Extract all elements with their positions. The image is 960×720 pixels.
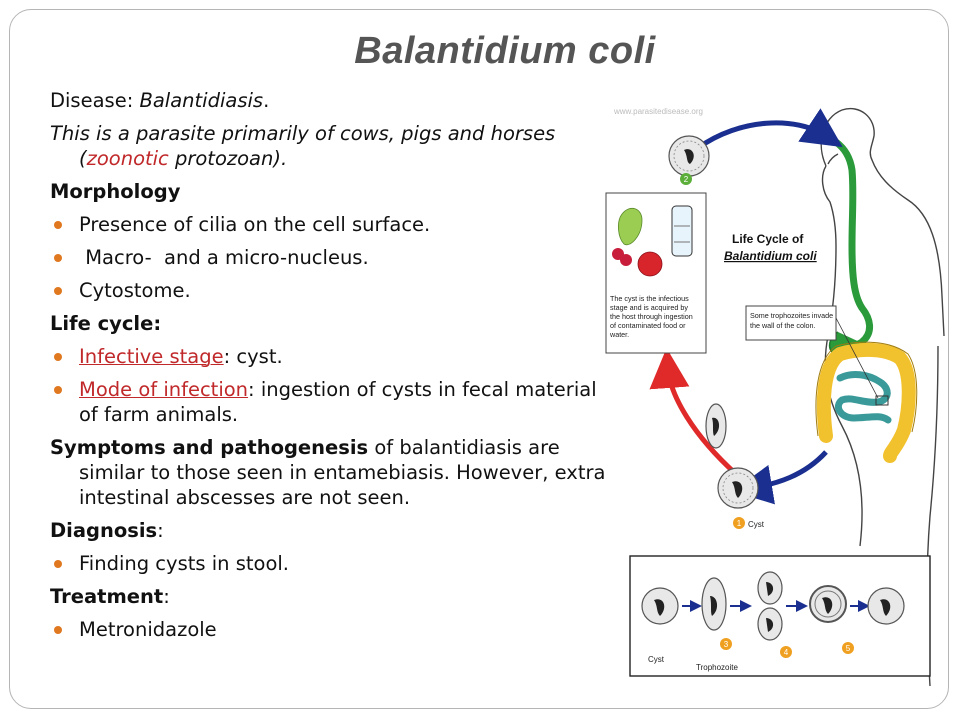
- list-item: Presence of cilia on the cell surface.: [50, 212, 606, 237]
- small-intestine-shape: [835, 371, 892, 424]
- list-item: Metronidazole: [50, 617, 606, 642]
- svg-text:The cyst is the infectious: The cyst is the infectious stage and is …: [609, 294, 695, 339]
- mode-of-infection-label: Mode of infection: [79, 378, 249, 401]
- svg-text:Some trophozoites invade: Some trophozoites invade the wall of the…: [750, 311, 835, 330]
- svg-text:Cyst: Cyst: [648, 655, 665, 664]
- bullet-icon: [54, 221, 62, 229]
- intro-text: This is a parasite primarily of cows, pi…: [50, 122, 556, 170]
- list-item: Macro- and a micro-nucleus.: [50, 245, 606, 270]
- list-item: Finding cysts in stool.: [50, 551, 606, 576]
- slide-title: Balantidium coli: [354, 30, 656, 72]
- svg-text:Cyst: Cyst: [748, 520, 765, 529]
- watermark-text: www.parasitedisease.org: [613, 107, 703, 116]
- trophozoite-note-box: Some trophozoites invade the wall of the…: [745, 305, 879, 399]
- bullet-icon: [54, 353, 62, 361]
- figure-title: Life Cycle of: [732, 232, 804, 246]
- disease-name: Balantidiasis: [139, 89, 264, 112]
- diagnosis-heading: Diagnosis:: [50, 519, 164, 542]
- infection-arrow: [649, 348, 738, 476]
- large-intestine-shape: [816, 342, 916, 463]
- large-intestine-outline: [815, 341, 918, 437]
- svg-text:2: 2: [684, 175, 689, 184]
- list-item: Mode of infection: ingestion of cysts in…: [50, 377, 606, 427]
- food-water-box: The cyst is the infectious stage and is …: [605, 192, 707, 354]
- zoonotic-term: zoonotic: [86, 147, 169, 170]
- treatment-heading: Treatment:: [50, 585, 170, 608]
- bullet-icon: [54, 386, 62, 394]
- svg-text:4: 4: [784, 648, 789, 657]
- list-item: Infective stage: cyst.: [50, 344, 606, 369]
- bullet-icon: [54, 287, 62, 295]
- bullet-icon: [54, 560, 62, 568]
- svg-text:3: 3: [724, 640, 729, 649]
- svg-text:Trophozoite: Trophozoite: [696, 663, 739, 672]
- life-cycle-illustration: www.parasitedisease.org 2: [590, 96, 952, 686]
- life-cycle-heading: Life cycle:: [50, 312, 162, 335]
- infective-stage-label: Infective stage: [79, 345, 224, 368]
- colon-wall-marker: [875, 395, 889, 406]
- slide-body: Disease: Balantidiasis. This is a parasi…: [50, 88, 606, 642]
- cyst-stage-1: 1 Cyst: [717, 467, 765, 529]
- slide-frame: [9, 9, 949, 709]
- disease-line: Disease: Balantidiasis.: [50, 89, 270, 112]
- svg-text:5: 5: [846, 644, 851, 653]
- bullet-icon: [54, 254, 62, 262]
- bullet-icon: [54, 626, 62, 634]
- excretion-arrow: [732, 450, 828, 505]
- esophagus-stomach-shape: [830, 138, 873, 350]
- symptoms-text: Symptoms and pathogenesis of balantidias…: [50, 436, 606, 509]
- disease-label: Disease: [50, 89, 127, 112]
- morphology-heading: Morphology: [50, 180, 181, 203]
- svg-text:1: 1: [737, 519, 742, 528]
- trophozoite-stage-3: [705, 403, 727, 449]
- figure-subtitle: Balantidium coli: [724, 249, 817, 263]
- development-stages-box: 3 4 5 Cyst Trophozoite: [629, 555, 931, 677]
- cyst-stage-2: 2: [668, 135, 710, 185]
- list-item: Cytostome.: [50, 278, 606, 303]
- ingestion-arrow: [696, 108, 843, 151]
